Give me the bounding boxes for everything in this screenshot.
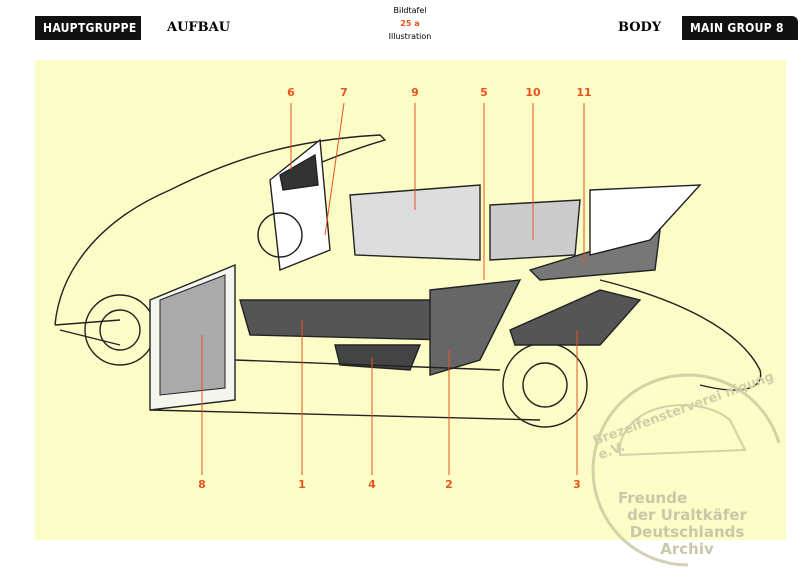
watermark-text: Freunde der Uraltkäfer Deutschlands Arch…: [612, 490, 762, 558]
plate-number: 25 a: [400, 19, 420, 28]
watermark-line: Deutschlands: [629, 523, 745, 541]
plate-label: Bildtafel: [393, 6, 427, 15]
watermark-line: der Uraltkäfer: [627, 506, 747, 524]
callout-9: 9: [411, 86, 419, 99]
watermark-line: Archiv: [660, 540, 714, 558]
section-title-german: AUFBAU: [167, 20, 231, 35]
callout-5: 5: [480, 86, 488, 99]
main-group-tab-german: HAUPTGRUPPE 8: [35, 16, 141, 59]
callout-10: 10: [525, 86, 541, 99]
callout-2: 2: [445, 478, 453, 491]
callout-11: 11: [576, 86, 592, 99]
callout-3: 3: [573, 478, 581, 491]
watermark-stamp: [591, 373, 785, 567]
callout-7: 7: [340, 86, 348, 99]
callout-6: 6: [287, 86, 295, 99]
watermark-line: Freunde: [618, 489, 688, 507]
callout-4: 4: [368, 478, 376, 491]
main-group-tab-english: MAIN GROUP 8: [682, 16, 798, 40]
section-title-english: BODY: [618, 20, 662, 35]
callout-8: 8: [198, 478, 206, 491]
callout-1: 1: [298, 478, 306, 491]
plate-sub: Illustration: [388, 32, 432, 41]
